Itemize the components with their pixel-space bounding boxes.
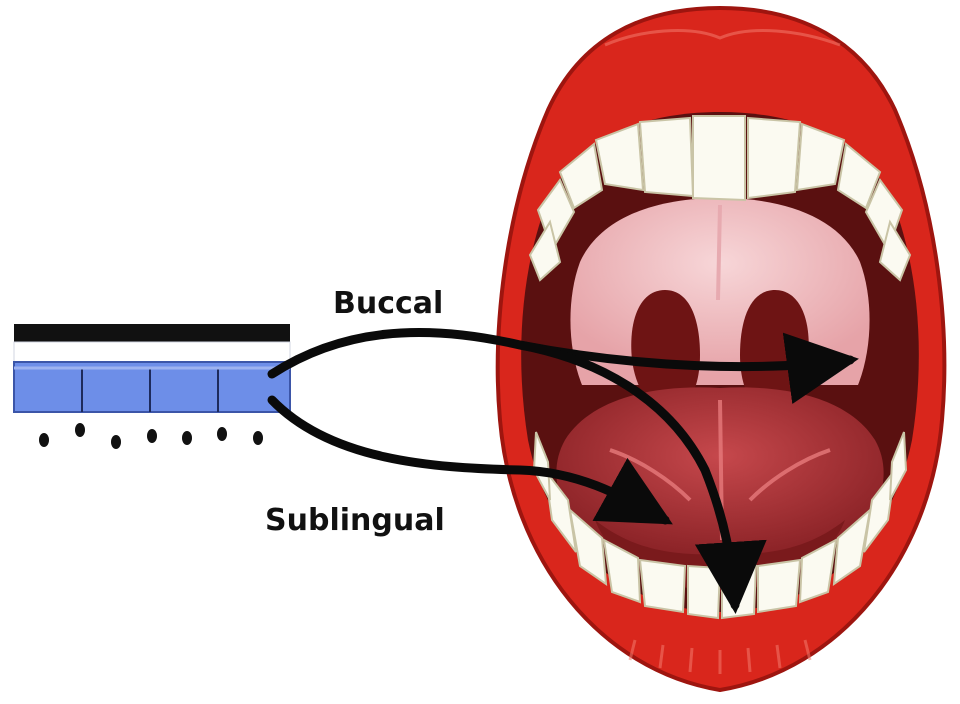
- drug-patch-icon: [14, 324, 290, 449]
- drug-droplets: [39, 423, 263, 449]
- sublingual-label: Sublingual: [265, 503, 445, 538]
- patch-white-layer: [14, 342, 290, 362]
- buccal-label: Buccal: [333, 286, 443, 321]
- patch-backing-layer: [14, 324, 290, 342]
- palate-midline: [718, 205, 720, 300]
